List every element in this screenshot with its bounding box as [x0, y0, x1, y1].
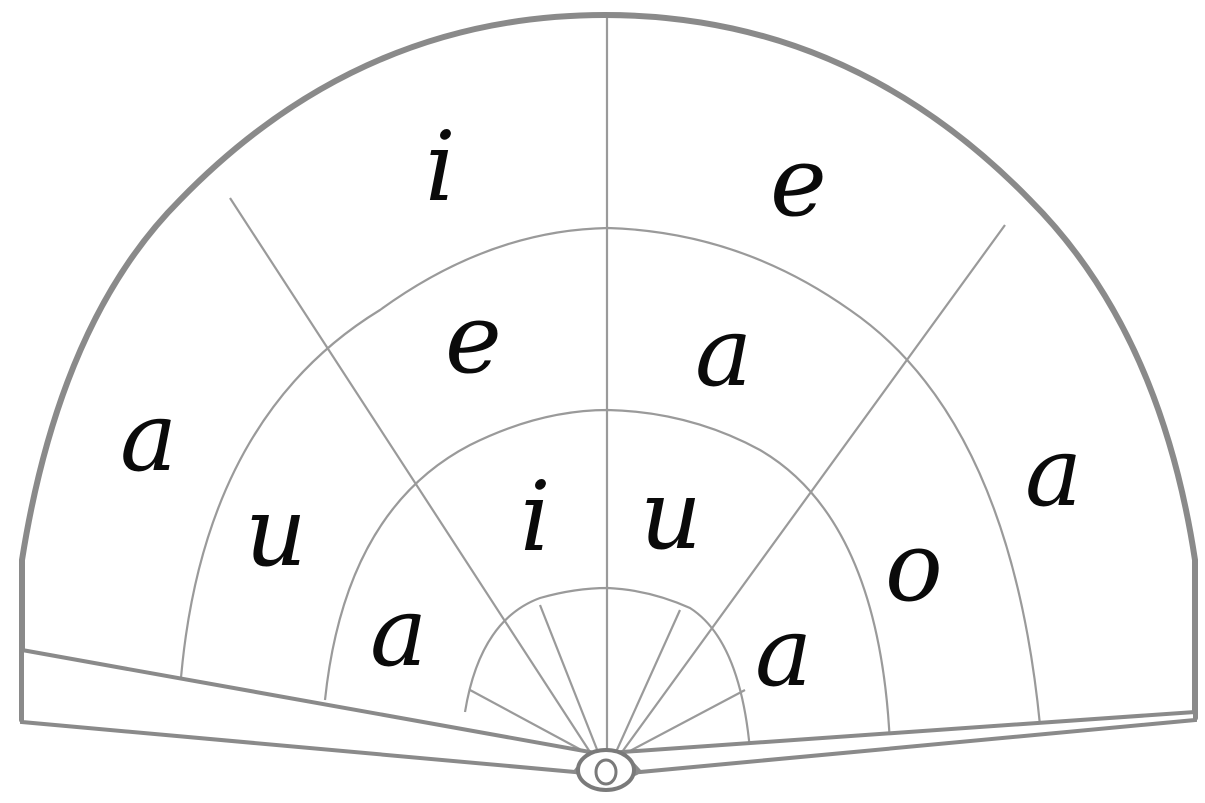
- middle-letter-3: a: [695, 296, 752, 408]
- fan-guard-left: [22, 650, 590, 772]
- middle-letter-2: e: [445, 283, 502, 395]
- outer-letter-4: a: [1025, 416, 1082, 528]
- ring-outer: [180, 228, 1040, 725]
- middle-letter-1: u: [245, 476, 307, 588]
- fan-guard-right: [622, 712, 1195, 772]
- inner-letter-3: u: [640, 459, 702, 571]
- inner-letter-1: a: [370, 576, 427, 688]
- spoke-inner-left-1: [540, 605, 598, 752]
- fan-outline: [22, 15, 1195, 780]
- inner-letter-4: a: [755, 596, 812, 708]
- outer-letter-3: e: [770, 126, 827, 238]
- outer-letter-2: i: [425, 111, 456, 223]
- middle-letter-4: o: [885, 511, 943, 623]
- inner-letter-2: i: [520, 461, 551, 573]
- outer-letter-1: a: [120, 381, 177, 493]
